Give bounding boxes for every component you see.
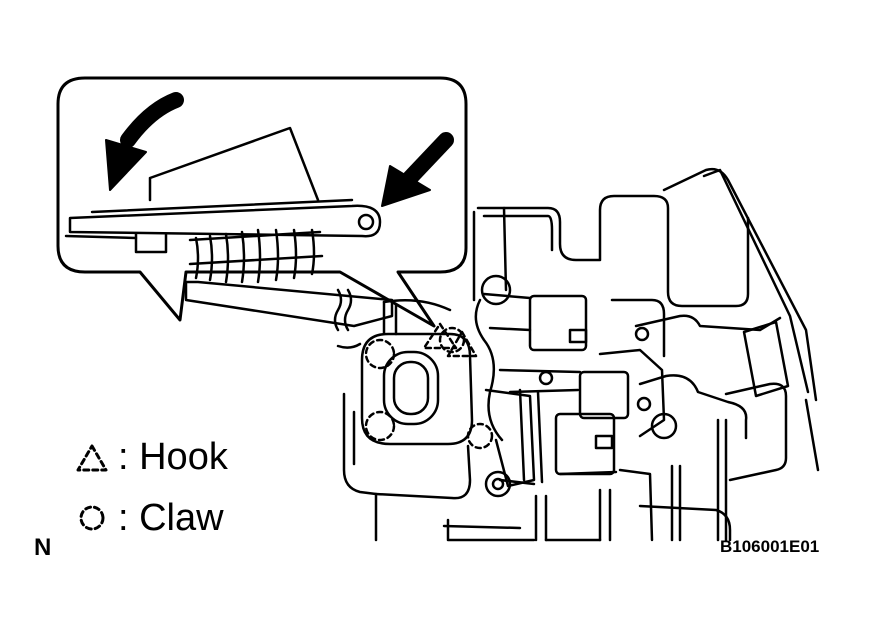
detail-callout-bubble xyxy=(56,76,468,328)
legend-hook-label: : Hook xyxy=(118,436,228,478)
wedge-part xyxy=(184,280,394,328)
knob-housing xyxy=(342,298,474,542)
legend-claw-symbol xyxy=(79,505,105,531)
frame-ribs xyxy=(472,167,820,542)
legend-claw-label: : Claw xyxy=(118,497,224,539)
push-arrow-icon xyxy=(381,132,454,207)
hook-marker-icon xyxy=(422,322,478,358)
orientation-mark: N xyxy=(34,534,52,561)
rotate-arrow-icon xyxy=(105,92,184,191)
motion-marks xyxy=(333,288,362,349)
latch-mechanism xyxy=(442,274,678,542)
claw-marker-icon xyxy=(364,326,494,450)
legend-hook-symbol xyxy=(76,444,108,472)
detail-lever-assembly xyxy=(64,126,382,284)
figure-code: B106001E01 xyxy=(720,537,820,556)
